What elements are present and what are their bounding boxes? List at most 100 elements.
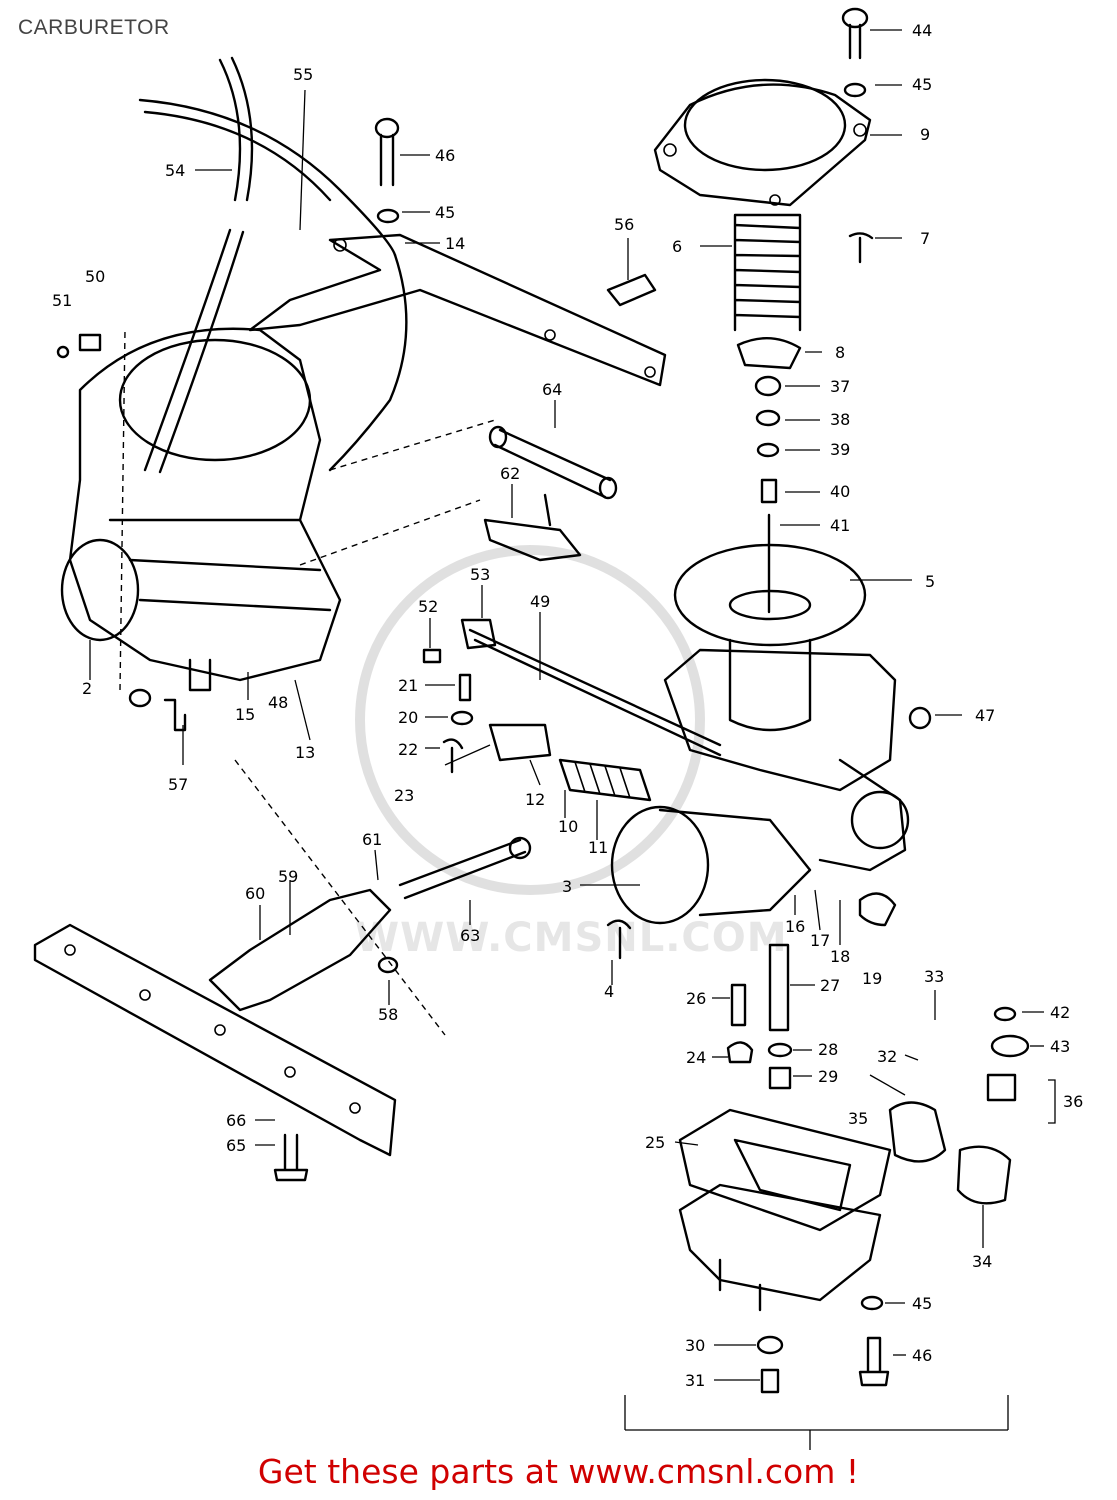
diaphragm-piston-part [673,543,867,732]
callout-label: 29 [818,1067,838,1086]
tube-part [488,425,618,500]
callout-label: 57 [168,775,188,794]
callout-label: 46 [435,146,455,165]
callout-label: 10 [558,817,578,836]
callout-label: 38 [830,410,850,429]
callout-label: 45 [435,203,455,222]
screw-part [841,7,869,98]
float-part [888,1006,1030,1205]
needle-retainer-part [736,336,802,504]
footer-cta-link[interactable]: Get these parts at www.cmsnl.com ! [257,1452,860,1491]
callout-label: 60 [245,884,265,903]
callout-label: 65 [226,1136,246,1155]
callout-label: 33 [924,967,944,986]
callout-label: 23 [394,786,414,805]
callout-label: 22 [398,740,418,759]
callout-label: 37 [830,377,850,396]
callout-label: 12 [525,790,545,809]
callout-label: 3 [562,877,572,896]
t-fitting-part [483,493,582,562]
callout-label: 18 [830,947,850,966]
callout-label: 47 [975,706,995,725]
drain-screw-part [756,1295,890,1394]
page-title: CARBURETOR [18,16,170,39]
callout-labels: 44 45 9 7 6 8 37 38 39 40 41 5 47 55 54 … [52,21,1083,1390]
callout-label: 4 [604,982,614,1001]
bracket-part [248,233,667,472]
callout-label: 59 [278,867,298,886]
callout-label: 55 [293,65,313,84]
callout-label: 40 [830,482,850,501]
callout-label: 15 [235,705,255,724]
callout-label: 43 [1050,1037,1070,1056]
float-bowl-part [678,1108,892,1312]
callout-label: 24 [686,1048,706,1067]
watermark-emblem [355,545,705,895]
alignment-lines [119,329,1056,1450]
throttle-adjuster-part [488,723,652,802]
callout-label: 39 [830,440,850,459]
callout-label: 30 [685,1336,705,1355]
callout-label: 19 [862,969,882,988]
callout-label: 7 [920,229,930,248]
callout-label: 64 [542,380,562,399]
spring-part [733,213,802,332]
callout-label: 36 [1063,1092,1083,1111]
callout-label: 51 [52,291,72,310]
callout-label: 46 [912,1346,932,1365]
callout-label: 62 [500,464,520,483]
callout-label: 54 [165,161,185,180]
throttle-lever-part [460,618,497,650]
watermark-text: WWW.CMSNL.COM [355,915,788,961]
callout-label: 20 [398,708,418,727]
callout-label: 41 [830,516,850,535]
linkage-part [208,836,532,1012]
callout-label: 16 [785,917,805,936]
callout-label: 25 [645,1133,665,1152]
callout-label: 26 [686,989,706,1008]
callout-label: 6 [672,237,682,256]
callout-label: 45 [912,75,932,94]
hose-part [138,56,397,474]
callout-label: 13 [295,743,315,762]
throttle-shaft-part [468,628,722,757]
callout-label: 5 [925,572,935,591]
callout-label: 35 [848,1109,868,1128]
callout-label: 45 [912,1294,932,1313]
callout-label: 42 [1050,1003,1070,1022]
mounting-plate-part [33,923,397,1157]
callout-label: 52 [418,597,438,616]
callout-label: 8 [835,343,845,362]
callout-label: 58 [378,1005,398,1024]
callout-label: 32 [877,1047,897,1066]
callout-label: 66 [226,1111,246,1130]
callout-label: 50 [85,267,105,286]
small-fastener-part [56,117,897,960]
leader-lines [89,29,1044,1381]
callout-label: 28 [818,1040,838,1059]
bolt-part [273,1133,309,1182]
screw-part [848,232,874,264]
callout-label: 11 [588,838,608,857]
callout-label: 56 [614,215,634,234]
callout-label: 34 [972,1252,992,1271]
callout-label: 48 [268,693,288,712]
callout-label: 14 [445,234,465,253]
callout-label: 44 [912,21,932,40]
callout-label: 27 [820,976,840,995]
callout-label: 63 [460,926,480,945]
jet-part [726,943,793,1090]
top-cap-part [653,78,872,207]
callout-label: 49 [530,592,550,611]
callout-label: 61 [362,830,382,849]
callout-label: 9 [920,125,930,144]
callout-label: 53 [470,565,490,584]
callout-label: 17 [810,931,830,950]
callout-label: 31 [685,1371,705,1390]
callout-label: 21 [398,676,418,695]
carburetor-body-right [610,648,932,925]
callout-label: 2 [82,679,92,698]
carburetor-body-left [60,327,342,692]
